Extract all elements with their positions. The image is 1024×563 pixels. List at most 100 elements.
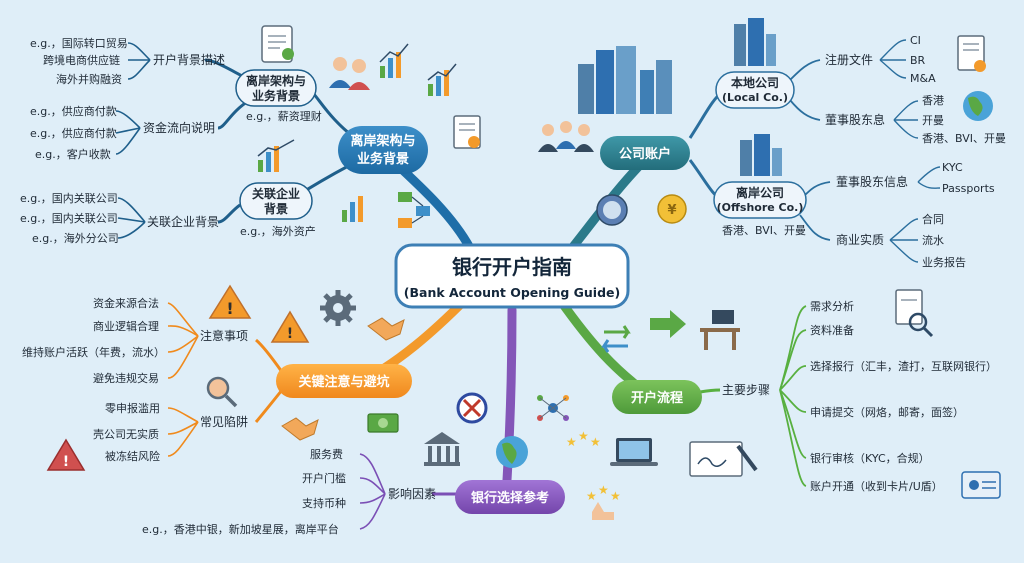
notice-3: 维持账户活跃（年费，流水） [22, 345, 165, 359]
pitfalls-hub-label: 关键注意与避坑 [298, 374, 389, 390]
trap-label: 常见陷阱 [200, 414, 248, 429]
company-branch: 公司账户 本地公司 (Local Co.) 离岸公司 (Offshore Co.… [600, 34, 1006, 269]
fund-item-3: e.g.，客户收款 [35, 147, 111, 161]
company-hub-label: 公司账户 [619, 146, 671, 162]
people-icon [329, 57, 370, 90]
process-hub[interactable]: 开户流程 [612, 380, 702, 414]
building-icon [740, 134, 782, 176]
structure-node-line1: 离岸架构与 [246, 73, 306, 88]
building-icon [734, 18, 776, 66]
kyc-item-1: KYC [942, 161, 963, 174]
offshore-company-line2: (Offshore Co.) [717, 201, 804, 214]
network-icon [537, 395, 569, 421]
stars-icon: ★★ ★ [566, 429, 601, 449]
svg-text:!: ! [287, 326, 293, 342]
document-icon [453, 115, 481, 149]
badge-icon [596, 194, 628, 226]
pitfalls-hub[interactable]: 关键注意与避坑 [276, 364, 412, 398]
money-icon [367, 413, 399, 433]
bank-icon [424, 432, 460, 466]
process-branch: 开户流程 主要步骤 需求分析 资料准备 选择报行（汇丰，渣打，互联网银行） 申请… [612, 299, 997, 493]
fund-item-2: e.g.，供应商付款 [30, 126, 117, 140]
biz-item-1: 合同 [922, 212, 944, 226]
coin-icon: ¥ [657, 194, 687, 224]
trap-3: 被冻结风险 [105, 449, 160, 463]
svg-text:★: ★ [586, 489, 597, 503]
warning-icon: ! [46, 438, 86, 471]
center-node: 银行开户指南 (Bank Account Opening Guide) [394, 243, 630, 309]
related-node[interactable]: 关联企业 背景 [239, 182, 313, 220]
offshore-hub-line2: 业务背景 [357, 151, 409, 167]
process-hub-label: 开户流程 [631, 390, 683, 406]
svg-text:★: ★ [590, 435, 601, 449]
biz-item-3: 业务报告 [922, 255, 966, 269]
svg-text:¥: ¥ [667, 203, 676, 218]
structure-example: e.g.，薪资理财 [246, 109, 322, 123]
stars-icon: ★★ ★ [586, 483, 621, 520]
offshore-branch: 离岸架构与 业务背景 离岸架构与 业务背景 e.g.，薪资理财 关联企业 背景 … [20, 36, 428, 245]
factor-4: e.g.，香港中银，新加坡星展，离岸平台 [142, 522, 339, 536]
related-item-1: e.g.，国内关联公司 [20, 191, 118, 205]
structure-node-line2: 业务背景 [252, 88, 300, 103]
center-subtitle: (Bank Account Opening Guide) [404, 285, 620, 300]
company-hub[interactable]: 公司账户 [600, 136, 690, 170]
notice-2: 商业逻辑合理 [93, 319, 159, 333]
dir-item-3: 香港、BVI、开曼 [922, 132, 1006, 145]
bar-chart-icon [257, 139, 295, 172]
offshore-hub[interactable]: 离岸架构与 业务背景 [338, 126, 428, 174]
bar-chart-icon [379, 43, 409, 78]
notice-1: 资金来源合法 [93, 296, 159, 310]
magnifier-icon [206, 376, 238, 408]
notice-4: 避免违规交易 [93, 371, 159, 385]
local-node[interactable]: 本地公司 (Local Co.) [715, 71, 795, 109]
gear-icon [320, 290, 356, 326]
reg-item-2: BR [910, 54, 926, 67]
desk-icon [700, 310, 740, 350]
local-node-line2: (Local Co.) [722, 91, 788, 104]
offshore-company-node[interactable]: 离岸公司 (Offshore Co.) [713, 181, 807, 219]
local-node-line1: 本地公司 [731, 75, 779, 90]
bg-item-2: 跨境电商供应链 [43, 53, 120, 67]
reg-item-1: CI [910, 34, 921, 47]
step-2: 资料准备 [810, 323, 854, 337]
magnifier-icon [895, 289, 934, 338]
related-node-line2: 背景 [264, 201, 288, 216]
step-6: 账户开通（收到卡片/U盾） [810, 479, 943, 493]
biz-item-2: 流水 [922, 233, 944, 247]
related-node-line1: 关联企业 [252, 186, 300, 201]
fund-label: 资金流向说明 [143, 120, 215, 135]
icons: ¥ [46, 18, 1001, 520]
related-example: e.g.，海外资产 [240, 224, 316, 238]
main-steps-label: 主要步骤 [722, 383, 770, 397]
svg-text:★: ★ [566, 435, 577, 449]
pitfalls-branch: 关键注意与避坑 注意事项 常见陷阱 资金来源合法 商业逻辑合理 维持账户活跃（年… [22, 296, 412, 463]
document-icon [957, 35, 986, 72]
building-icon [578, 46, 672, 114]
handshake-icon [281, 417, 319, 441]
kyc-label: 董事股东信息 [836, 174, 908, 189]
signature-icon [689, 441, 758, 477]
kyc-item-2: Passports [942, 182, 995, 195]
related-item-2: e.g.，国内关联公司 [20, 211, 118, 225]
bank-hub-label: 银行选择参考 [471, 490, 549, 506]
structure-node[interactable]: 离岸架构与 业务背景 [235, 69, 317, 107]
dir-label: 董事股东息 [825, 112, 885, 127]
arrows-icon [650, 310, 686, 338]
bank-hub[interactable]: 银行选择参考 [455, 480, 565, 514]
badge-icon [456, 392, 488, 424]
arrows-icon [601, 325, 631, 353]
notice-label: 注意事项 [200, 328, 248, 343]
offshore-company-line1: 离岸公司 [736, 185, 784, 200]
bg-item-3: 海外并购融资 [56, 72, 122, 86]
svg-text:!: ! [226, 299, 233, 318]
globe-icon [496, 436, 528, 468]
people-icon [538, 121, 594, 152]
dir-item-2: 开曼 [922, 114, 944, 127]
trap-2: 壳公司无实质 [93, 427, 159, 441]
factor-1: 服务费 [310, 448, 343, 461]
bar-chart-icon [427, 63, 457, 96]
related-label: 关联企业背景 [147, 214, 219, 229]
fund-item-1: e.g.，供应商付款 [30, 104, 117, 118]
flowchart-icon [398, 192, 430, 228]
